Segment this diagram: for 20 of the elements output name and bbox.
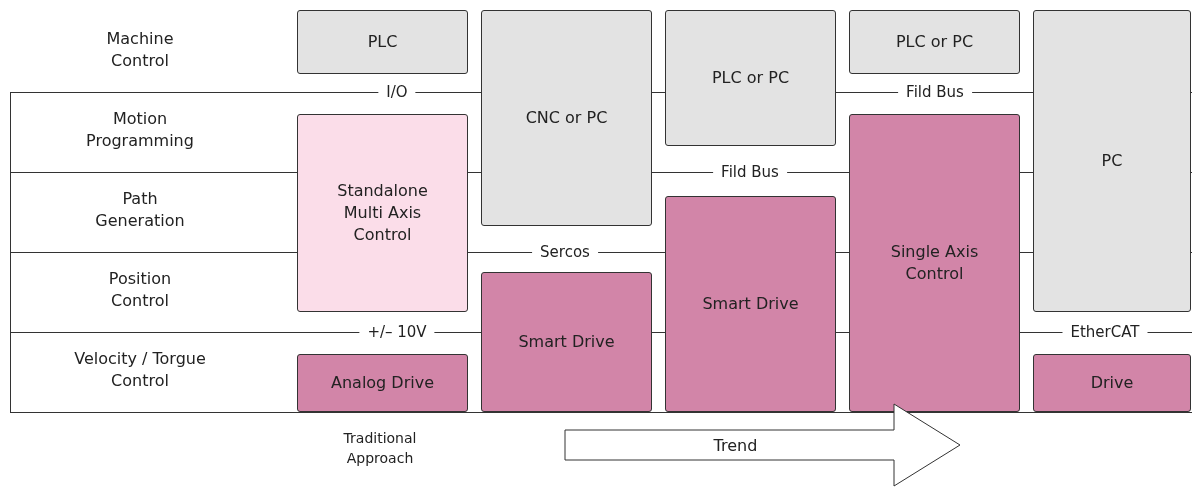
drive-block: Smart Drive — [481, 272, 652, 412]
trend-arrow: Trend — [564, 403, 962, 487]
bus-label: I/O — [378, 83, 416, 101]
row-label: Position Control — [107, 268, 173, 312]
controller-block: PLC or PC — [665, 10, 836, 146]
controller-block: PC — [1033, 10, 1191, 312]
drive-block: Smart Drive — [665, 196, 836, 412]
controller-block: CNC or PC — [481, 10, 652, 226]
drive-block: Standalone Multi Axis Control — [297, 114, 468, 312]
controller-block: PLC or PC — [849, 10, 1020, 74]
row-label: Path Generation — [94, 188, 186, 232]
drive-block: Analog Drive — [297, 354, 468, 412]
row-label: Machine Control — [105, 28, 175, 72]
bus-label: +/– 10V — [359, 323, 435, 341]
row-label: Velocity / Torgue Control — [73, 348, 207, 392]
row-label: Motion Programming — [85, 108, 195, 152]
caption-text: Traditional Approach — [342, 429, 418, 468]
drive-block: Single Axis Control — [849, 114, 1020, 412]
drive-block: Drive — [1033, 354, 1191, 412]
controller-block: PLC — [297, 10, 468, 74]
